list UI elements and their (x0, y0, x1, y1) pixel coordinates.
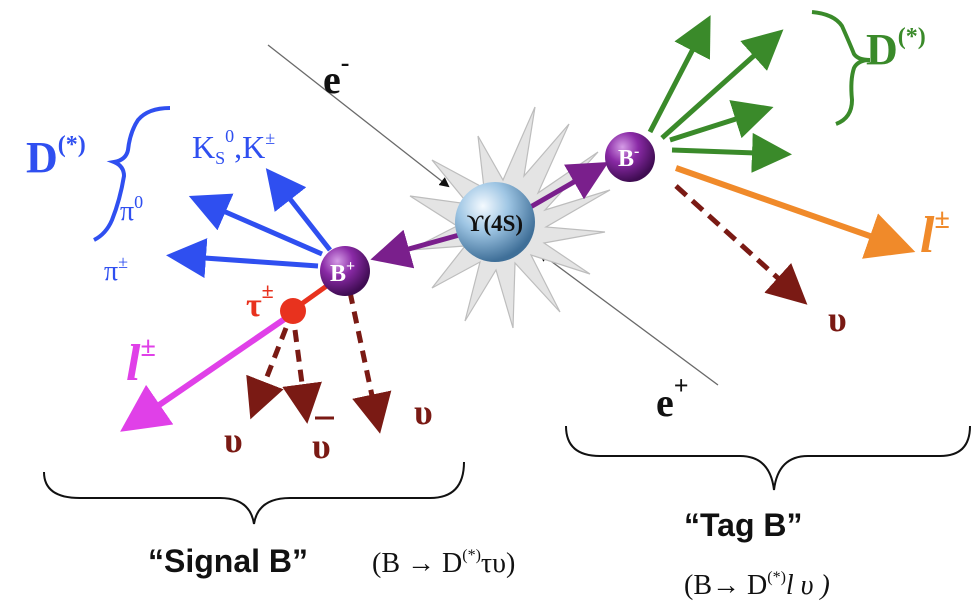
pi0-label: π0 (120, 192, 143, 227)
tag-bottom-brace (565, 425, 971, 491)
tag-b-title: “Tag B” (684, 507, 803, 543)
tag-d-arrow-4 (671, 132, 792, 173)
signal-d-brace (93, 106, 171, 242)
e-plus-label: e+ (656, 371, 689, 425)
upsilon-label: ϒ(4S) (467, 211, 523, 236)
signal-pi0-arrow (188, 193, 323, 257)
positron-beam-line (538, 251, 719, 386)
signal-nubar-arrow (282, 329, 322, 424)
tag-lepton-arrow (675, 165, 916, 259)
e-minus-label: e- (323, 48, 349, 102)
signal-b-decay: (B → D(*)τυ) (372, 547, 515, 579)
signal-nu2-label: υ (414, 392, 433, 432)
signal-d-star-label: D(*) (26, 132, 86, 182)
signal-nu1-arrow (246, 327, 289, 420)
signal-lepton-arrow (120, 315, 288, 432)
tag-d-star-label: D(*) (866, 24, 926, 74)
tag-d-arrow-3 (669, 100, 774, 143)
b-plus-flight-arrow (370, 229, 471, 269)
signal-pipm-arrow (166, 238, 319, 279)
tau-flight-line (298, 282, 330, 308)
electron-beam-line (267, 44, 450, 188)
b-plus-sphere (320, 246, 370, 296)
signal-b-title: “Signal B” (148, 543, 308, 579)
tag-neutrino-label: υ (828, 299, 847, 339)
tag-d-arrow-2 (660, 29, 784, 140)
tag-d-brace (811, 10, 871, 126)
tag-lepton-label: l± (920, 204, 950, 264)
b-plus-label: B+ (330, 258, 355, 287)
signal-lepton-label: l± (126, 332, 156, 392)
signal-nu2-arrow (347, 291, 392, 434)
pi-pm-label: π± (104, 252, 128, 287)
signal-nu1-label: υ (224, 420, 243, 460)
tau-sphere (280, 298, 306, 324)
tag-b-decay: (B→ D(*)l υ ) (684, 569, 830, 601)
signal-nubar-label: υ (312, 426, 331, 466)
tag-neutrino-arrow (674, 184, 808, 305)
signal-k-arrow (265, 168, 332, 252)
ks-k-label: KS0,K± (192, 126, 275, 168)
signal-bottom-brace (43, 461, 465, 525)
b-minus-label: B- (618, 143, 639, 172)
tag-d-arrow-1 (647, 15, 711, 134)
upsilon-sphere (455, 182, 535, 262)
tau-label: τ± (246, 278, 274, 324)
b-minus-flight-arrow (518, 162, 609, 216)
b-minus-sphere (605, 132, 655, 182)
